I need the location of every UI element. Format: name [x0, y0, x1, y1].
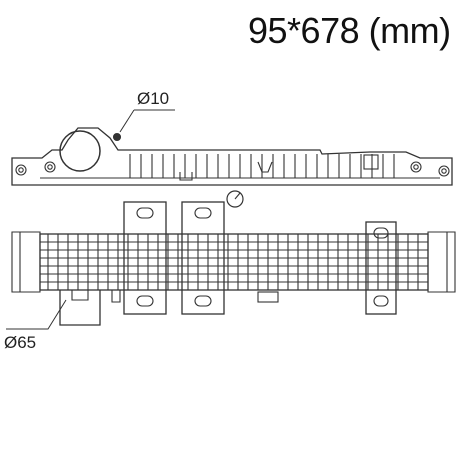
detail-marker-circle — [226, 190, 244, 208]
bottom-tab — [257, 291, 279, 303]
dimension-title: 95*678 (mm) — [248, 10, 451, 51]
leader-diameter-10 — [119, 109, 175, 133]
mount-hole-right — [410, 161, 422, 173]
mount-hole-right-2 — [438, 165, 450, 177]
callout-diameter-10: Ø10 — [137, 89, 170, 108]
mount-hole-left-2 — [44, 161, 56, 173]
outlet-pipe — [59, 290, 101, 326]
front-view — [11, 201, 456, 326]
filler-neck-circle — [59, 130, 101, 172]
end-cap-left — [11, 231, 41, 293]
callout-diameter-65: Ø65 — [4, 333, 37, 352]
top-view-outline — [11, 127, 453, 186]
bracket-plate-3 — [365, 221, 397, 315]
drain-plug — [111, 290, 121, 303]
top-view — [11, 127, 453, 186]
leader-diameter-65 — [6, 299, 67, 330]
top-bracket — [363, 154, 379, 170]
top-nozzle — [257, 161, 273, 173]
bracket-slot — [136, 207, 154, 219]
top-view-ribs — [129, 154, 395, 178]
core-grid — [40, 234, 428, 290]
small-hole-10 — [112, 132, 122, 142]
end-cap-right — [427, 231, 456, 293]
mount-hole-left — [15, 164, 27, 176]
